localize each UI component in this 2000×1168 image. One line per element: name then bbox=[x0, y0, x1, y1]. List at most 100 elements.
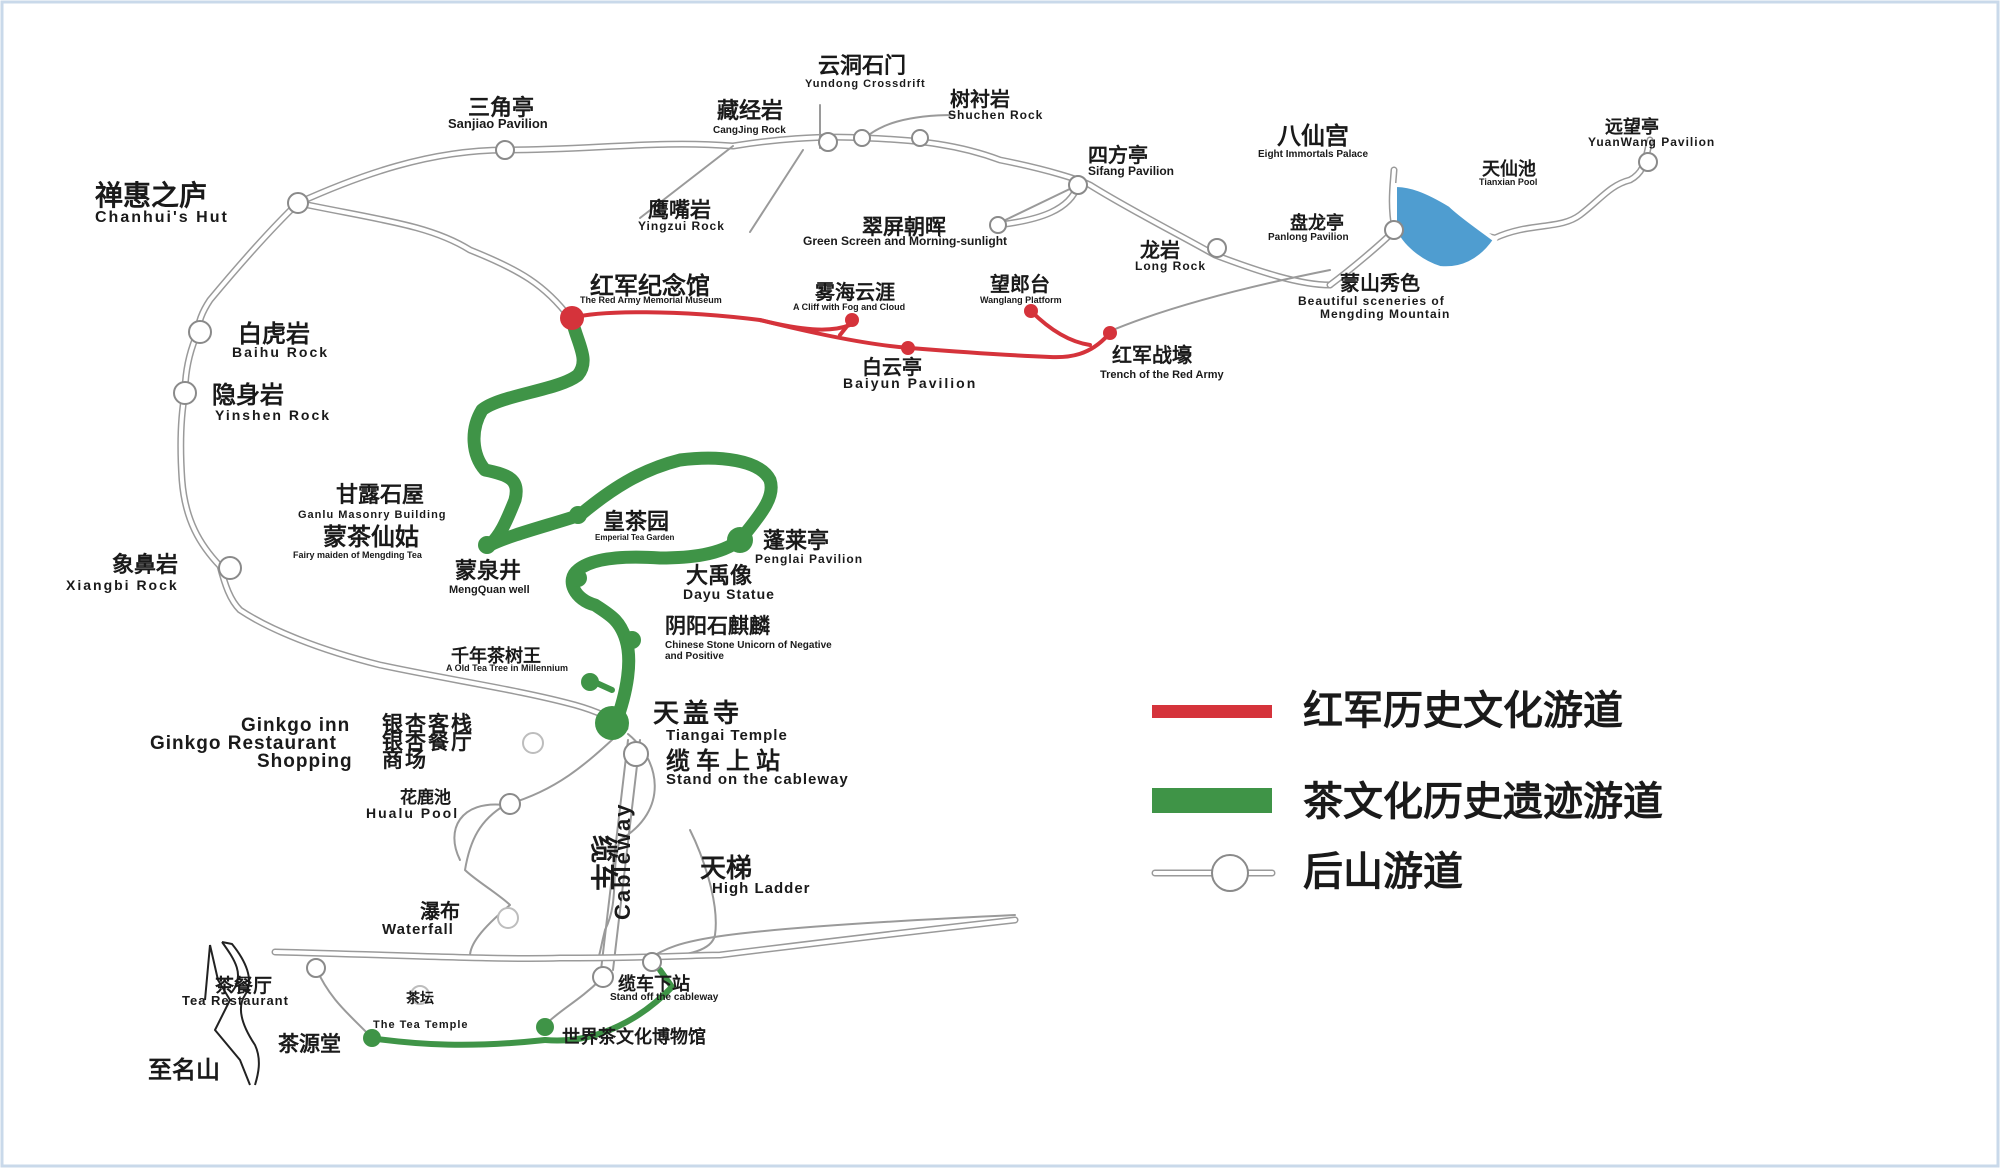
label-mengquan-cn: 蒙泉井 bbox=[455, 558, 521, 584]
node-xiangbi[interactable] bbox=[218, 556, 242, 580]
node-longyan[interactable] bbox=[1207, 238, 1227, 258]
label-baihu-cn: 白虎岩 bbox=[238, 320, 310, 348]
label-huangcha-en: Emperial Tea Garden bbox=[595, 533, 675, 542]
tianxian-pool bbox=[1393, 182, 1498, 271]
label-fairy-cn: 蒙茶仙姑 bbox=[323, 523, 419, 551]
label-wuhai-en: A Cliff with Fog and Cloud bbox=[793, 302, 905, 312]
label-mengshan-en2: Mengding Mountain bbox=[1320, 307, 1450, 321]
label-tianti-cn: 天梯 bbox=[700, 854, 752, 884]
node-museum[interactable] bbox=[536, 1018, 554, 1036]
node-hualu[interactable] bbox=[499, 793, 521, 815]
node-wuhai[interactable] bbox=[845, 313, 859, 327]
label-wuhai-cn: 雾海云涯 bbox=[815, 280, 895, 304]
label-ginkgo-en3: Shopping bbox=[257, 751, 353, 772]
label-penglai-en: Penglai Pavilion bbox=[755, 552, 863, 566]
label-tianxian-en: Tianxian Pool bbox=[1479, 177, 1537, 187]
label-baxian-cn: 八仙宫 bbox=[1277, 122, 1349, 150]
node-fairy[interactable] bbox=[478, 536, 496, 554]
legend-label-red: 红军历史文化游道 bbox=[1303, 688, 1623, 734]
node-wanglang[interactable] bbox=[1024, 304, 1038, 318]
node-penglai[interactable] bbox=[727, 527, 753, 553]
node-chayuan[interactable] bbox=[363, 1029, 381, 1047]
map-labels: 禅惠之庐 Chanhui's Hut 三角亭 Sanjiao Pavilion … bbox=[66, 53, 1714, 1084]
node-sifang[interactable] bbox=[1068, 175, 1088, 195]
node-huangcha[interactable] bbox=[569, 506, 587, 524]
label-yuanwang-cn: 远望亭 bbox=[1605, 116, 1659, 138]
label-tea-temple-en: The Tea Temple bbox=[373, 1019, 469, 1031]
label-yinyang-en1: Chinese Stone Unicorn of Negative bbox=[665, 640, 832, 651]
legend-label-white: 后山游道 bbox=[1303, 849, 1463, 895]
node-yinshen[interactable] bbox=[173, 381, 197, 405]
label-longyan-cn: 龙岩 bbox=[1140, 238, 1180, 262]
red-army-route bbox=[570, 309, 1110, 360]
node-cangjing[interactable] bbox=[818, 132, 838, 152]
label-redarmy-en: The Red Army Memorial Museum bbox=[580, 295, 722, 305]
node-sanjiao[interactable] bbox=[495, 140, 515, 160]
node-upper-station[interactable] bbox=[623, 741, 649, 767]
node-waterfall[interactable] bbox=[497, 907, 519, 929]
label-trench-en: Trench of the Red Army bbox=[1100, 369, 1225, 381]
label-wanglang-cn: 望郎台 bbox=[990, 272, 1050, 296]
label-ginkgo-cn2: 银杏餐厅 bbox=[382, 730, 474, 754]
node-tea-restaurant[interactable] bbox=[306, 958, 326, 978]
label-cableway-cn: 缆车 bbox=[587, 835, 620, 891]
label-yundong-en: Yundong Crossdrift bbox=[805, 78, 926, 90]
node-baihu[interactable] bbox=[188, 320, 212, 344]
trail-hualu-waterfall bbox=[464, 727, 626, 957]
label-sanjiao-cn: 三角亭 bbox=[468, 95, 534, 121]
node-tiangai[interactable] bbox=[595, 706, 629, 740]
label-chanhui-en: Chanhui's Hut bbox=[95, 209, 229, 226]
node-qiannian[interactable] bbox=[581, 673, 599, 691]
label-baiyun-en: Baiyun Pavilion bbox=[843, 375, 977, 391]
label-mengquan-en: MengQuan well bbox=[449, 584, 530, 596]
label-waterfall-cn: 瀑布 bbox=[420, 899, 460, 923]
label-mengshan-en1: Beautiful sceneries of bbox=[1298, 294, 1445, 308]
label-panlong-cn: 盘龙亭 bbox=[1290, 212, 1344, 234]
legend-swatch-red bbox=[1152, 705, 1272, 718]
node-panlong[interactable] bbox=[1384, 220, 1404, 240]
label-xiangbi-en: Xiangbi Rock bbox=[66, 577, 179, 593]
label-fairy-en: Fairy maiden of Mengding Tea bbox=[293, 550, 423, 560]
node-trench[interactable] bbox=[1103, 326, 1117, 340]
label-yinshen-cn: 隐身岩 bbox=[212, 381, 284, 409]
node-red-army-museum[interactable] bbox=[560, 306, 584, 330]
node-shuchen[interactable] bbox=[911, 129, 929, 147]
label-yinyang-cn: 阴阳石麒麟 bbox=[665, 614, 770, 638]
node-cuiping[interactable] bbox=[989, 216, 1007, 234]
cableway-line bbox=[600, 739, 629, 971]
node-mengquan[interactable] bbox=[569, 569, 587, 587]
label-cableway-en: Cableway bbox=[610, 803, 635, 921]
label-tianxian-cn: 天仙池 bbox=[1482, 158, 1536, 180]
label-tea-restaurant-en: Tea Restaurant bbox=[182, 993, 289, 1008]
legend-swatch-white-node bbox=[1211, 854, 1249, 892]
label-huangcha-cn: 皇茶园 bbox=[603, 509, 669, 535]
label-cableway: 缆车 bbox=[587, 835, 620, 891]
label-tianti-en: High Ladder bbox=[712, 880, 811, 897]
node-tea-temple[interactable] bbox=[410, 985, 430, 1005]
node-yinyang[interactable] bbox=[623, 631, 641, 649]
label-qiannian-en: A Old Tea Tree in Millennium bbox=[446, 663, 568, 673]
node-yundong[interactable] bbox=[853, 129, 871, 147]
node-baiyun[interactable] bbox=[901, 341, 915, 355]
label-lower-station-en: Stand off the cableway bbox=[610, 992, 719, 1003]
map-nodes bbox=[173, 129, 1658, 1047]
node-lower-junction[interactable] bbox=[642, 952, 662, 972]
node-yuanwang[interactable] bbox=[1638, 152, 1658, 172]
label-yinyang-en2: and Positive bbox=[665, 651, 724, 662]
label-tea-restaurant-cn: 茶餐厅 bbox=[215, 974, 272, 997]
label-chayuan-cn: 茶源堂 bbox=[278, 1032, 341, 1056]
label-xiangbi-cn: 象鼻岩 bbox=[112, 552, 178, 578]
legend: 红军历史文化游道 茶文化历史遗迹游道 后山游道 bbox=[1151, 688, 1663, 895]
node-chanhui[interactable] bbox=[287, 192, 309, 214]
node-ginkgo[interactable] bbox=[522, 732, 544, 754]
label-cuiping-cn: 翠屏朝晖 bbox=[862, 215, 946, 239]
label-museum-cn: 世界茶文化博物馆 bbox=[562, 1026, 706, 1048]
legend-item-green: 茶文化历史遗迹游道 bbox=[1152, 779, 1663, 825]
node-lower-station[interactable] bbox=[592, 966, 614, 988]
label-ginkgo-cn1: 银杏客栈 bbox=[382, 712, 474, 736]
label-yingzui-cn: 鹰嘴岩 bbox=[648, 198, 711, 222]
label-qiannian-cn: 千年茶树王 bbox=[451, 645, 541, 667]
label-shuchen-cn: 树衬岩 bbox=[950, 87, 1010, 111]
